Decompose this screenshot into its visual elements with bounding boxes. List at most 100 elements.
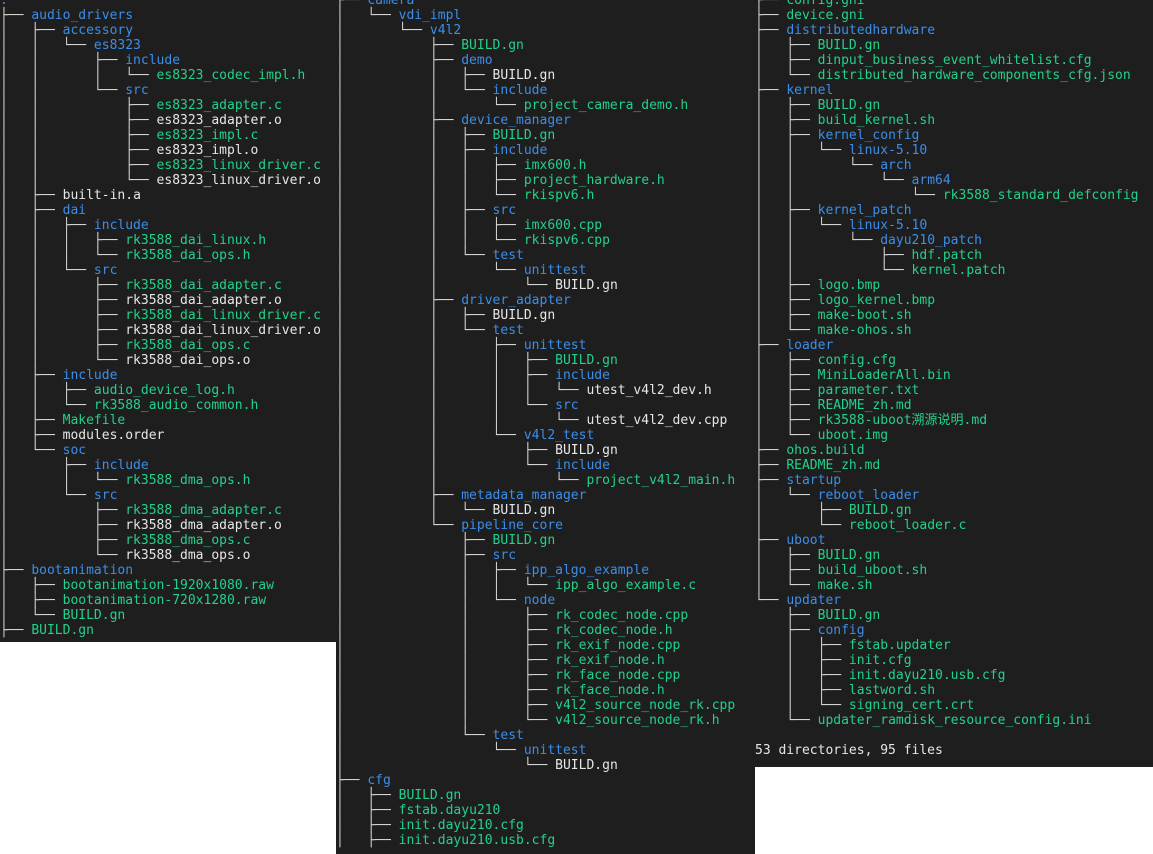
tree-row-file: │ │ │ └── es8323_codec_impl.h	[0, 68, 305, 83]
file-name: fstab.updater	[848, 638, 951, 653]
tree-row-directory: │ ├── include	[0, 458, 149, 473]
tree-branch-prefix: │ │ │ └──	[0, 248, 126, 263]
directory-name: loader	[786, 338, 834, 353]
tree-branch-prefix: │ ├──	[755, 353, 818, 368]
tree-row-file: │ ├── logo.bmp	[755, 278, 880, 293]
tree-row-file: │ ├── parameter.txt	[755, 383, 919, 398]
tree-row-file: │ │ │ ├── imx600.h	[336, 158, 586, 173]
tree-branch-prefix: ├──	[755, 533, 787, 548]
tree-row-file: │ ├── rk3588_dma_adapter.o	[0, 518, 282, 533]
tree-branch-prefix: │ │ ├──	[336, 338, 524, 353]
file-name: es8323_linux_driver.o	[156, 173, 321, 188]
tree-row-directory: │ │ └── dayu210_patch	[755, 233, 982, 248]
tree-branch-prefix: │ │ └──	[0, 398, 94, 413]
tree-row-file: │ ├── logo_kernel.bmp	[755, 293, 935, 308]
tree-row-directory: │ ├── metadata_manager	[336, 488, 586, 503]
tree-row-file: │ ├── rk3588_dma_adapter.c	[0, 503, 282, 518]
tree-row-file: │ ├── config.cfg	[755, 353, 896, 368]
tree-row-directory: │ └── pipeline_core	[336, 518, 563, 533]
tree-row-file: │ │ ├── rk3588_dai_linux_driver.c	[0, 308, 321, 323]
tree-branch-prefix: └──	[755, 713, 818, 728]
tree-branch-prefix: │ │ └──	[336, 713, 556, 728]
tree-row-directory: │ │ └── src	[0, 83, 149, 98]
directory-name: bootanimation	[31, 563, 134, 578]
tree-row-directory: ├── startup	[755, 473, 841, 488]
directory-name: device_manager	[461, 113, 571, 128]
tree-row-file: │ │ └── es8323_linux_driver.o	[0, 173, 321, 188]
tree-row-directory: │ └── reboot_loader	[755, 488, 919, 503]
tree-branch-prefix: │ └──	[755, 323, 818, 338]
tree-branch-prefix: │ │ ├──	[336, 668, 556, 683]
tree-row-file: │ │ ├── es8323_adapter.c	[0, 98, 282, 113]
tree-row-file: │ │ ├── rk3588_dai_linux_driver.o	[0, 323, 321, 338]
tree-branch-prefix: │ │ └──	[0, 473, 126, 488]
tree-branch-prefix: │ │ ├──	[0, 218, 94, 233]
file-name: BUILD.gn	[31, 623, 94, 638]
tree-row-file: │ ├── bootanimation-1920x1080.raw	[0, 578, 274, 593]
tree-branch-prefix: │ │ ├──	[0, 98, 157, 113]
file-name: init.dayu210.usb.cfg	[398, 833, 556, 848]
tree-row-file: ├── ohos.build	[755, 443, 865, 458]
tree-branch-prefix: │ │ └──	[336, 458, 556, 473]
file-name: make-boot.sh	[817, 308, 912, 323]
terminal-pane-middle: ├── camera│ └── vdi_impl│ └── v4l2│ ├── …	[336, 0, 755, 854]
tree-row-file: │ ├── init.cfg	[755, 653, 911, 668]
tree-branch-prefix: │ ├──	[755, 668, 849, 683]
tree-branch-prefix: │ │ │ └──	[336, 413, 587, 428]
file-name: build_kernel.sh	[817, 113, 936, 128]
tree-row-file: │ │ ├── es8323_adapter.o	[0, 113, 282, 128]
tree-branch-prefix: │ │ └──	[0, 173, 157, 188]
tree-row-file: │ ├── init.dayu210.cfg	[336, 818, 524, 833]
tree-row-directory: │ │ ├── include	[0, 53, 180, 68]
tree-row-file: │ │ │ ├── rk3588_dai_linux.h	[0, 233, 266, 248]
directory-name: audio_drivers	[31, 8, 134, 23]
tree-row-file: │ ├── MiniLoaderAll.bin	[755, 368, 951, 383]
file-name: dinput_business_event_whitelist.cfg	[817, 53, 1092, 68]
file-name: project_hardware.h	[523, 173, 665, 188]
tree-row-file: │ │ │ └── rkispv6.cpp	[336, 233, 610, 248]
directory-name: src	[93, 263, 118, 278]
tree-row-file: │ ├── init.dayu210.usb.cfg	[755, 668, 1005, 683]
file-name: rk3588_dai_adapter.o	[125, 293, 282, 308]
file-name: es8323_adapter.c	[156, 98, 282, 113]
tree-row-file: │ └── BUILD.gn	[336, 758, 618, 773]
tree-row-directory: │ │ └── include	[336, 458, 610, 473]
file-name: es8323_adapter.o	[156, 113, 282, 128]
tree-branch-prefix: │ │ │ └──	[336, 233, 524, 248]
tree-row-file: │ │ └── project_camera_demo.h	[336, 98, 688, 113]
tree-row-file: └── updater_ramdisk_resource_config.ini	[755, 713, 1091, 728]
directory-name: unittest	[523, 743, 587, 758]
tree-row-directory: │ │ └── v4l2_test	[336, 428, 594, 443]
file-name: BUILD.gn	[492, 308, 556, 323]
tree-branch-prefix: │ ├──	[755, 53, 818, 68]
tree-branch-prefix: │ │ └──	[755, 188, 943, 203]
file-name: build_uboot.sh	[817, 563, 928, 578]
file-name: BUILD.gn	[555, 443, 618, 458]
tree-branch-prefix: │ └──	[336, 728, 493, 743]
tree-row-directory: │ │ └── linux-5.10	[755, 143, 927, 158]
tree-branch-prefix: │ └──	[755, 578, 818, 593]
tree-row-directory: │ ├── include	[0, 368, 117, 383]
file-name: config.gni	[786, 0, 865, 8]
tree-branch-prefix: │ │ └──	[336, 263, 524, 278]
tree-branch-prefix: │ │ ├──	[0, 128, 157, 143]
tree-row-file: ├── config.gni	[755, 0, 865, 8]
file-name: init.dayu210.usb.cfg	[848, 668, 1006, 683]
summary-text: 53 directories, 95 files	[755, 743, 943, 758]
tree-branch-prefix: ├──	[0, 563, 32, 578]
tree-row-directory: │ │ └── include	[336, 83, 547, 98]
tree-row-file: │ │ └── rk3588_standard_defconfig	[755, 188, 1139, 203]
tree-branch-prefix: │ │ ├──	[0, 383, 94, 398]
tree-row-directory: │ │ │ ├── include	[336, 368, 610, 383]
file-name: kernel.patch	[911, 263, 1006, 278]
tree-row-directory: │ ├── dai	[0, 203, 86, 218]
tree-row-directory: │ │ └── unittest	[336, 263, 586, 278]
tree-row-file: │ ├── BUILD.gn	[336, 38, 524, 53]
tree-row-file: │ │ └── kernel.patch	[755, 263, 1005, 278]
tree-branch-prefix: │ │ ├──	[0, 338, 126, 353]
file-name: Makefile	[62, 413, 126, 428]
tree-branch-prefix: │ ├──	[755, 563, 818, 578]
directory-name: ipp_algo_example	[523, 563, 650, 578]
file-name: rk_face_node.h	[555, 683, 665, 698]
tree-branch-prefix: │ │ │ └──	[336, 578, 556, 593]
